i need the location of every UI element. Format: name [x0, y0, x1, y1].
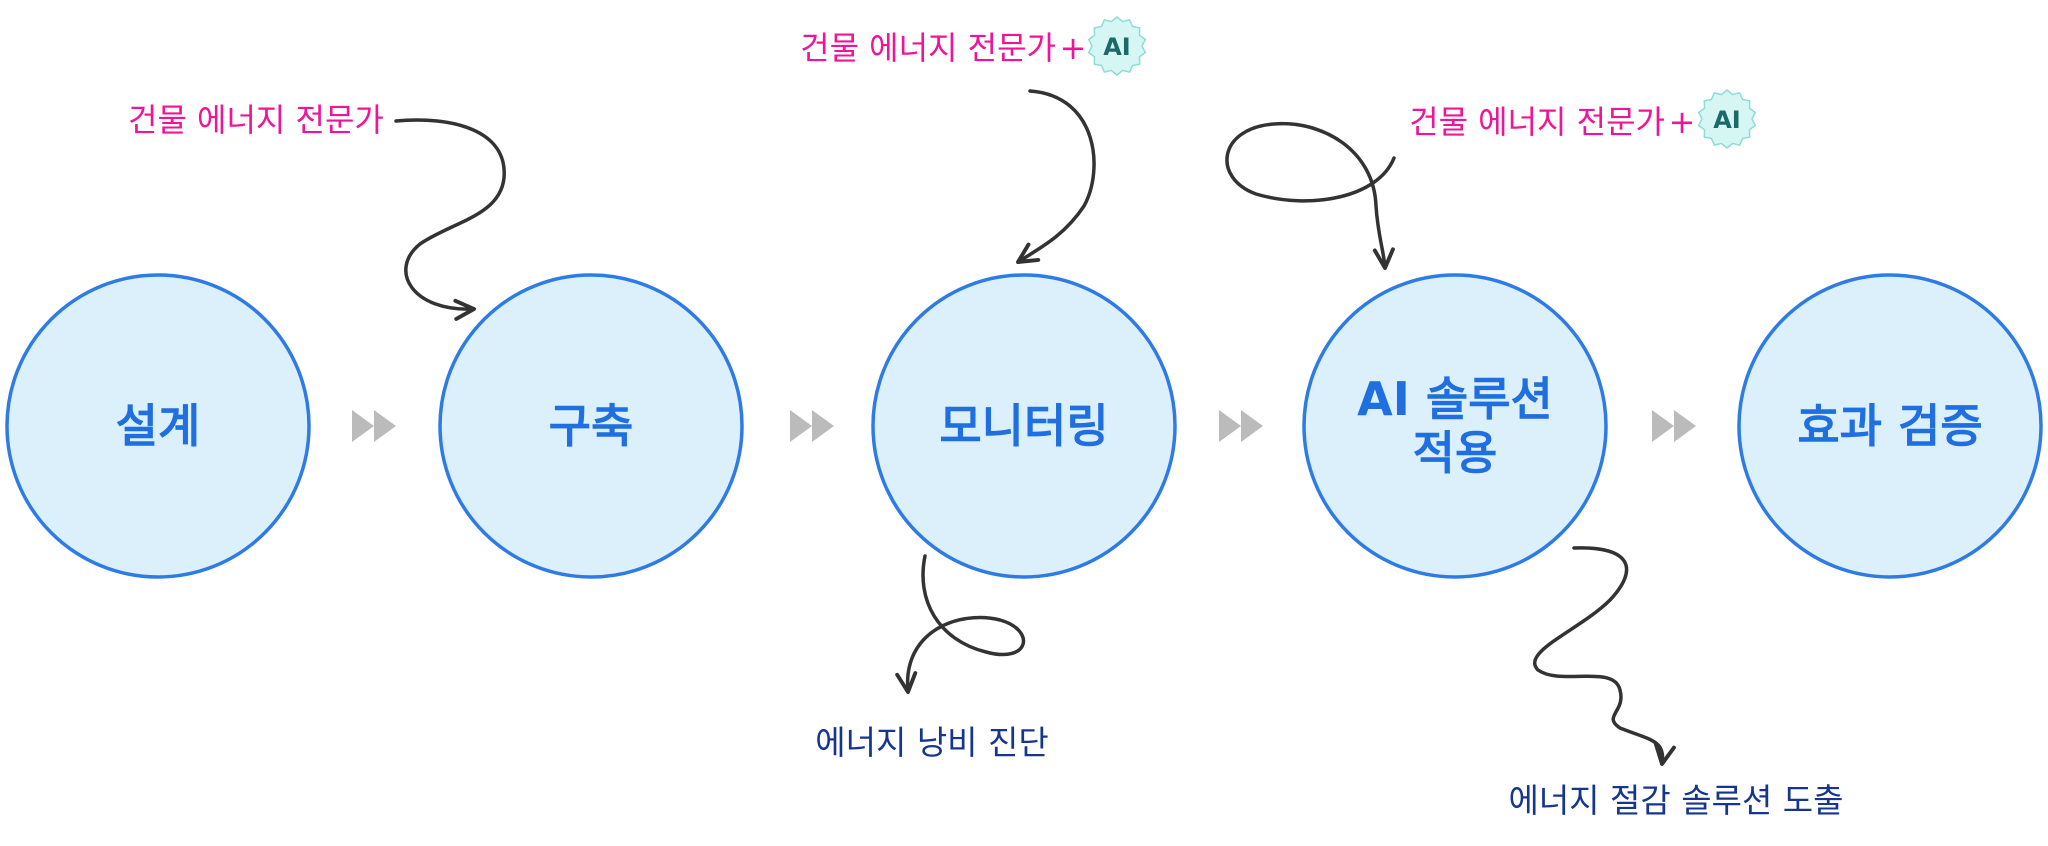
outcome-label-1: 에너지 낭비 진단 — [815, 723, 1049, 762]
stage-circle — [438, 273, 744, 579]
expert-label-text: 건물 에너지 전문가 — [800, 29, 1056, 67]
ai-sparkle-badge-icon: AI — [1087, 16, 1147, 76]
double-chevron-right-icon — [1219, 410, 1263, 442]
stage-node-2: 구축 — [438, 273, 744, 579]
ai-badge-label: AI — [1713, 106, 1741, 134]
double-chevron-right-icon — [352, 410, 396, 442]
stage-circle — [5, 273, 311, 579]
expert-label-text: 건물 에너지 전문가 — [1409, 103, 1665, 141]
stage-label: AI 솔루션 — [1357, 372, 1553, 426]
stage-node-3: 모니터링 — [871, 273, 1177, 579]
expert-label-text: 건물 에너지 전문가 — [128, 101, 384, 139]
stage-node-1: 설계 — [5, 273, 311, 579]
stage-label: 효과 검증 — [1797, 399, 1982, 453]
double-chevron-right-icon — [790, 410, 834, 442]
curved-arrow-icon — [1225, 121, 1396, 270]
stage-circle — [1302, 273, 1608, 579]
stage-label: 설계 — [116, 399, 201, 453]
stage-circle — [1737, 273, 2043, 579]
expert-label-1: 건물 에너지 전문가 — [128, 101, 384, 139]
stage-circle — [871, 273, 1177, 579]
curved-arrow-icon — [895, 554, 1026, 694]
plus-sign: + — [1669, 103, 1696, 141]
stage-label: 적용 — [1413, 426, 1498, 480]
expert-label-2: 건물 에너지 전문가+ — [800, 29, 1086, 67]
curved-arrow-icon — [1533, 546, 1676, 766]
plus-sign: + — [1060, 29, 1087, 67]
outcome-label-2: 에너지 절감 솔루션 도출 — [1508, 781, 1843, 820]
stage-node-5: 효과 검증 — [1737, 273, 2043, 579]
stage-label: 구축 — [549, 399, 634, 453]
curved-arrow-icon — [394, 118, 506, 321]
stage-label: 모니터링 — [939, 399, 1108, 453]
double-chevron-right-icon — [1652, 410, 1696, 442]
curved-arrow-icon — [1016, 89, 1096, 264]
ai-badge-label: AI — [1103, 33, 1131, 61]
expert-label-3: 건물 에너지 전문가+ — [1409, 103, 1695, 141]
ai-sparkle-badge-icon: AI — [1697, 89, 1757, 149]
